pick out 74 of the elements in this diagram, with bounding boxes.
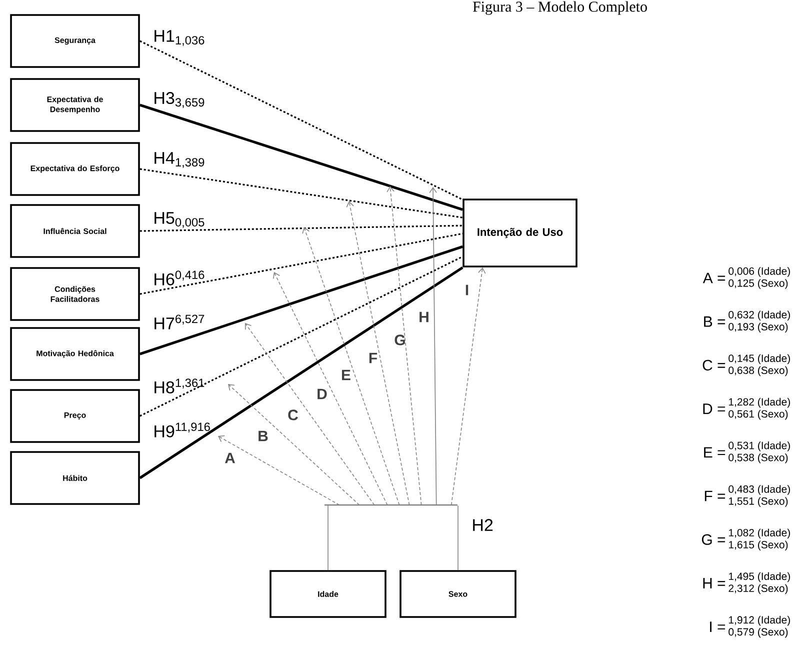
path-line — [140, 168, 463, 218]
moderation-value: 1,082 (Idade) — [729, 528, 790, 538]
title: Figura 3 – Modelo Completo — [472, 1, 647, 15]
variable-box: Hábito — [10, 451, 140, 505]
variable-box: Segurança — [10, 14, 140, 68]
edge-label: H4$_{1,389}$ — [154, 152, 204, 168]
arrow — [228, 384, 360, 506]
variable-box: Condições Facilitadoras — [10, 267, 140, 321]
beside-label: H2 — [473, 519, 493, 531]
edge-label: H6$^{0,416}$ — [154, 270, 204, 286]
edge-label: D — [318, 388, 327, 400]
edge-label: H7$^{6,527}$ — [154, 314, 204, 330]
variable-box: Expectativa de Desempenho — [10, 78, 140, 132]
variable-box: Motivação Hedônica — [10, 327, 140, 381]
moderation-label: E = — [704, 447, 726, 458]
moderation-value: 0,632 (Idade) — [728, 310, 790, 320]
edge-label: H8$^{1,361}$ — [154, 378, 204, 394]
moderation-label: C = — [702, 360, 726, 370]
variable-box: Influência Social — [10, 204, 140, 258]
path-line — [140, 40, 463, 200]
arrow — [218, 435, 340, 506]
moderation-value: 0,145 (Idade) — [728, 354, 790, 364]
path-line — [139, 266, 464, 480]
arrow — [450, 267, 486, 506]
moderation-label: B = — [704, 316, 726, 327]
arrow — [386, 186, 422, 506]
moderation-value: 1,551 (Sexo) — [729, 497, 788, 507]
moderation-label: I = — [710, 622, 726, 632]
moderation-label: F = — [704, 490, 726, 502]
arrow — [272, 272, 388, 506]
moderation-value: 0,538 (Sexo) — [728, 454, 788, 464]
moderation-label: D = — [703, 404, 726, 414]
moderation-value: 0,531 (Idade) — [728, 442, 790, 452]
moderation-label: A = — [702, 272, 726, 284]
arrow — [429, 187, 437, 506]
target-box: Intenção de Uso — [462, 198, 578, 268]
moderation-value: 2,312 (Sexo) — [728, 584, 788, 594]
moderation-value: 0,579 (Sexo) — [728, 628, 788, 638]
edge-label: B — [258, 430, 268, 442]
edge-label: I — [466, 284, 468, 296]
edge-label: A — [224, 452, 236, 464]
moderation-value: 1,282 (Idade) — [729, 398, 790, 408]
edge-label: H5$_{0,005}$ — [154, 212, 204, 228]
edge-label: C — [288, 410, 298, 420]
edge-label: G — [394, 334, 405, 346]
moderation-label: H = — [703, 578, 726, 588]
edge-label: E — [342, 370, 350, 380]
moderation-value: 1,495 (Idade) — [729, 572, 790, 582]
edge-label: H3$_{3,659}$ — [154, 92, 204, 108]
moderation-value: 0,125 (Sexo) — [728, 279, 788, 289]
path-line — [140, 224, 463, 232]
arrow — [346, 201, 410, 506]
moderation-label: G = — [702, 534, 726, 545]
path-line — [140, 104, 463, 211]
arrow — [302, 227, 400, 506]
moderation-value: 0,193 (Sexo) — [728, 322, 788, 332]
moderation-value: 1,912 (Idade) — [729, 616, 790, 626]
moderation-value: 0,006 (Idade) — [728, 267, 790, 277]
path-line — [140, 232, 463, 295]
path-line — [140, 256, 463, 417]
variable-box: Preço — [10, 389, 140, 443]
moderation-value: 0,483 (Idade) — [728, 485, 790, 495]
path-line — [140, 245, 464, 356]
arrow — [245, 323, 375, 506]
moderation-value: 1,615 (Sexo) — [729, 540, 788, 550]
moderation-value: 0,638 (Sexo) — [728, 366, 788, 376]
variable-box: Idade — [270, 570, 386, 618]
edge-label: F — [369, 352, 378, 364]
variable-box: Expectativa do Esforço — [10, 142, 140, 196]
variable-box: Sexo — [400, 570, 516, 618]
edge-label: H1$_{1,036}$ — [154, 30, 204, 46]
moderation-value: 0,561 (Sexo) — [728, 410, 788, 420]
edge-label: H9$^{11,916}$ — [154, 422, 210, 438]
edge-label: H — [420, 312, 428, 322]
